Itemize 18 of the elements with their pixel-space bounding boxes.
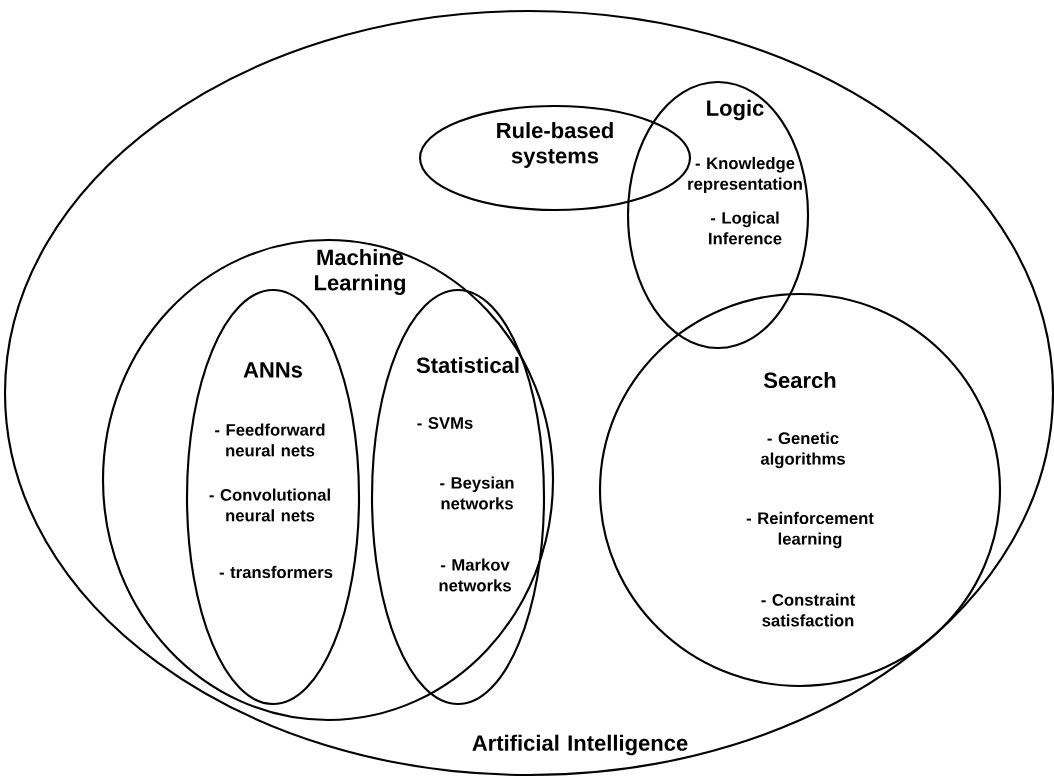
heading: Machine Learning — [315, 249, 405, 295]
item-text: - Reinforcement learning — [746, 511, 874, 549]
item-text: - Genetic algorithms — [760, 431, 845, 469]
item-text: - Knowledge representation — [688, 156, 802, 194]
item-text: - Feedforward neural nets — [215, 423, 325, 457]
item-text: - Convolutional neural nets — [209, 488, 330, 522]
item-text: - SVMs — [417, 417, 473, 429]
heading: Search — [763, 371, 836, 389]
item-text: - Logical Inference — [709, 211, 782, 245]
heading: ANNs — [243, 362, 303, 378]
heading: Rule-based systems — [497, 122, 613, 168]
heading: Logic — [707, 99, 764, 121]
item-text: - transformers — [219, 565, 333, 579]
item-text: - Constraint satisfaction — [761, 593, 855, 627]
heading: Statistical — [416, 356, 519, 374]
heading: Artificial Intelligence — [472, 734, 688, 756]
item-text: - Markov networks — [439, 558, 511, 592]
item-text: - Beysian networks — [440, 476, 514, 510]
